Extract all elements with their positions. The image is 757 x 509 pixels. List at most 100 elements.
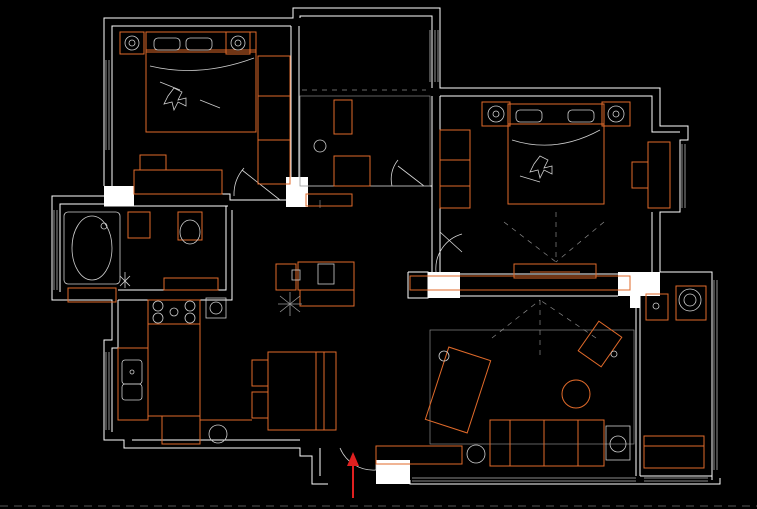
chaise [424,346,492,434]
chair-ne [631,161,649,189]
door-bath [435,231,463,273]
wall-top-center [299,15,433,88]
window-east [681,144,686,208]
pillows-nw [153,37,213,51]
kitchen-counter-north [147,299,201,325]
washer-drum-inner [683,293,697,307]
hall-chair-2 [251,391,269,419]
armchair [577,320,623,368]
bed-nw-frame [145,49,257,133]
bed-ne [481,101,631,205]
pillows-ne [515,109,595,123]
column-6 [630,296,640,308]
furniture [67,31,707,469]
guide-closet-shelf [299,95,431,187]
bed-nw-headboard [145,31,257,53]
desk-nw [133,169,223,195]
stool [208,424,228,444]
toilet-bowl [179,219,201,245]
lamp-nw-left [124,35,140,51]
nightstand-ne-left [481,101,511,127]
oven [205,297,227,319]
stove [152,300,196,324]
bathtub-outer [63,211,121,285]
lamp-ne-left [487,105,505,123]
wall-bottom-left [51,195,328,485]
closet-cabinet-1 [333,99,353,135]
blanket-nw [149,57,255,109]
door-entrance [339,447,377,471]
washer-drum [678,288,702,312]
entrance-arrow [347,452,359,498]
bath-toilet-tank [177,211,203,241]
guide-living-diag-1 [491,299,541,339]
window-kitchen-west [105,352,110,430]
nightstand-nw-right [225,31,251,55]
kitchen-sink [121,359,143,401]
wall-columns [104,177,660,484]
bed-nw [119,31,257,133]
tv-console [409,275,631,291]
kitchen-island [147,323,201,417]
sofa [489,419,605,467]
wall-nw-inner [111,25,291,186]
windows [53,30,718,482]
doors [233,159,463,471]
fixtures [63,35,702,464]
column-2 [286,177,308,207]
bed-ne-frame [507,123,605,205]
coffee-table [561,379,591,409]
outer-walls [51,7,721,485]
closet-cabinet-2 [333,155,371,187]
door-bedroom2 [390,159,425,187]
cushion-nw [163,87,187,112]
plant-dining [278,292,302,316]
window-living-south [412,477,636,482]
bath-vanity [127,211,151,239]
wardrobe-nw [257,55,291,185]
window-bath-west [53,210,58,290]
dining-sideboard [299,289,355,307]
nightstand-nw-left [119,31,145,55]
living-lamp [438,350,450,362]
interior-walls [104,26,641,476]
side-table-right [605,425,631,461]
wall-bed2-south2 [407,271,429,299]
hall-chair-1 [251,359,269,387]
balcony-sink-drain [652,302,660,310]
bathtub-drain [100,222,108,230]
window-nw-west [105,60,110,150]
kitchen-fridge [161,415,201,445]
lamp-nw-right [230,35,246,51]
guide-solid [299,95,635,445]
guide-living-rug [429,329,635,445]
wall-nw-outer [103,7,713,480]
window-nw-north [429,30,439,82]
wall-west-inner2 [59,203,104,292]
guide-bed2-diag-1 [503,221,557,263]
bathtub-inner [71,215,113,281]
closet-shelf-3 [305,193,353,207]
dining-bench [275,263,297,291]
side-table-left [466,444,486,464]
dining-items [291,269,301,281]
column-1 [104,186,134,206]
hall-table [267,351,325,431]
blanket-ne [511,129,601,183]
wall-east-upper [440,95,680,133]
balcony-washer [675,285,707,321]
shoe-cabinet [375,445,463,465]
wardrobe-ne [439,129,471,209]
hall-chair-3 [315,351,337,431]
closet-round-stool [313,139,327,153]
bath-shower [163,277,219,291]
wall-bath-east2 [118,210,233,301]
window-balcony-east [713,280,718,470]
dining-bowl [317,263,335,285]
chair-nw [139,154,167,171]
guide-bed2-diag-2 [555,221,605,263]
bed-ne-headboard [507,103,605,125]
wall-bedroom1-south [134,193,286,201]
